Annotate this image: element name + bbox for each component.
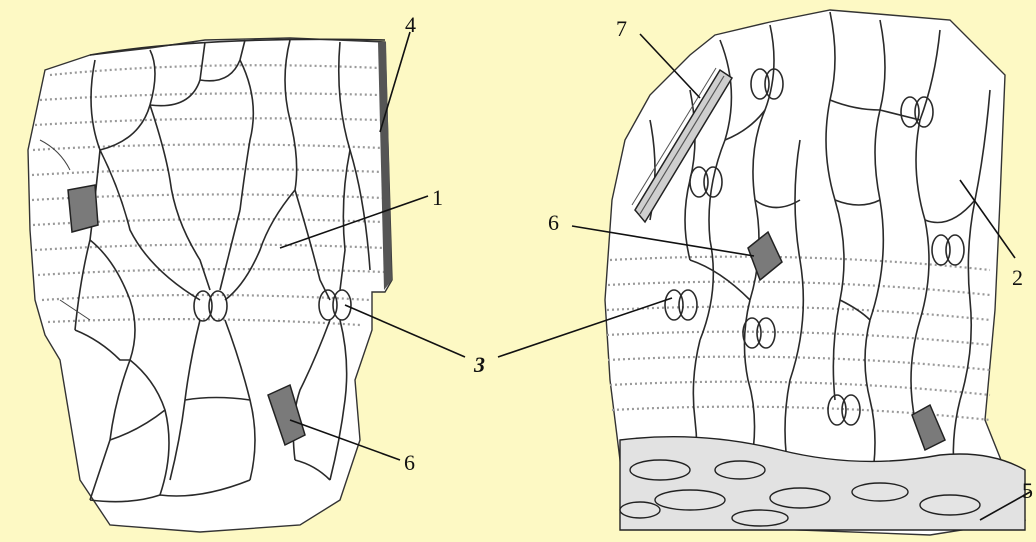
label-2: 2 bbox=[1012, 265, 1023, 290]
left-tissue-outline bbox=[28, 38, 392, 532]
right-specimen bbox=[605, 10, 1025, 535]
label-1: 1 bbox=[432, 185, 443, 210]
left-specimen bbox=[28, 38, 392, 532]
left-crystal-upper bbox=[68, 185, 98, 232]
label-5: 5 bbox=[1022, 478, 1033, 503]
label-6-right: 6 bbox=[548, 210, 559, 235]
label-6-left: 6 bbox=[404, 450, 415, 475]
label-7: 7 bbox=[616, 16, 627, 41]
label-3: 3 bbox=[473, 352, 485, 377]
label-4: 4 bbox=[405, 12, 416, 37]
